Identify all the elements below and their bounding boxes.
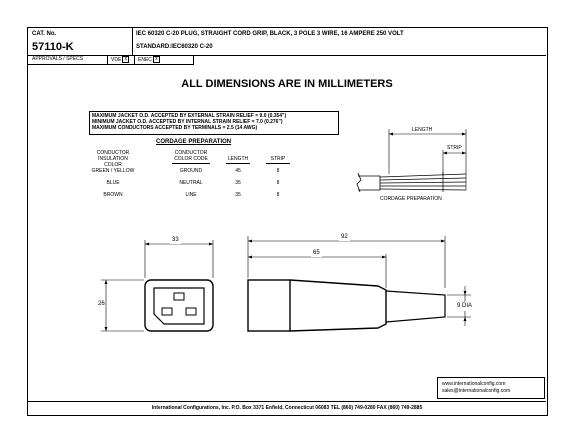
cat-label: CAT. No. [32, 31, 57, 37]
note-min-jacket: MINIMUM JACKET O.D. ACCEPTED BY INTERNAL… [92, 119, 283, 125]
cordage-header-code: CONDUCTOR COLOR CODE [174, 150, 208, 162]
cordage-row-1-length: 45 [235, 168, 241, 174]
dim-body-length: 65 [311, 250, 322, 257]
cat-number: 57110-K [32, 41, 74, 53]
approvals-label: APPROVALS / SPECS [32, 56, 84, 62]
cordage-row-1-color: GREEN / YELLOW [91, 168, 135, 174]
prep-strip-label: STRIP [447, 145, 462, 151]
cordage-title: CORDAGE PREPARATION [156, 139, 232, 145]
contact-box: www.internationalconfig.com sales@intern… [437, 377, 545, 399]
cordage-row-2-length: 35 [235, 180, 241, 186]
cordage-row-3-color: BROWN [103, 192, 123, 198]
approval-enec-name: ENEC [138, 56, 152, 63]
vde-checkbox: x [122, 56, 130, 63]
cordage-row-3-length: 35 [235, 192, 241, 198]
enec-checkbox: x [152, 56, 160, 63]
contact-email: sales@internationalconfig.com [442, 388, 511, 394]
product-description: IEC 60320 C-20 PLUG, STRAIGHT CORD GRIP,… [136, 31, 404, 37]
cordage-header-strip: STRIP [270, 156, 286, 162]
footer-bar: International Configurations, Inc. P.O. … [28, 401, 546, 415]
cordage-header-insulation: CONDUCTOR INSULATION COLOR [96, 150, 130, 168]
cordage-header-length: LENGTH [227, 156, 249, 162]
plug-drawings [101, 236, 471, 332]
prep-caption: CORDAGE PREPARATION [380, 196, 442, 202]
cordage-row-2-strip: 8 [276, 180, 280, 186]
dim-total-length: 92 [339, 234, 350, 241]
dim-front-width: 33 [170, 237, 181, 244]
note-max-jacket: MAXIMUM JACKET O.D. ACCEPTED BY EXTERNAL… [92, 113, 287, 119]
cordage-row-2-color: BLUE [106, 180, 120, 186]
product-standard: STANDARD:IEC60320 C-20 [136, 44, 213, 50]
dim-cord-dia: 9 DIA [456, 302, 474, 311]
approval-vde-name: VDE [111, 56, 122, 63]
note-max-conductor: MAXIMUM CONDUCTORS ACCEPTED BY TERMINALS… [92, 125, 258, 131]
contact-web: www.internationalconfig.com [442, 381, 506, 387]
drawing-sheet: CAT. No. 57110-K IEC 60320 C-20 PLUG, ST… [27, 27, 548, 416]
notes-box: MAXIMUM JACKET O.D. ACCEPTED BY EXTERNAL… [89, 111, 339, 135]
cordage-row-1-strip: 8 [276, 168, 280, 174]
cordage-row-3-code: LINE [185, 192, 197, 198]
dim-front-height: 26 [98, 300, 105, 309]
cordage-prep-drawing [356, 129, 467, 193]
cordage-row-1-code: GROUND [179, 168, 203, 174]
main-title: ALL DIMENSIONS ARE IN MILLIMETERS [181, 78, 393, 90]
cordage-row-3-strip: 8 [276, 192, 280, 198]
cordage-row-2-code: NEUTRAL [179, 180, 203, 186]
title-block: CAT. No. 57110-K IEC 60320 C-20 PLUG, ST… [28, 28, 546, 56]
prep-length-label: LENGTH [412, 127, 433, 133]
footer-company-info: International Configurations, Inc. P.O. … [151, 405, 423, 411]
